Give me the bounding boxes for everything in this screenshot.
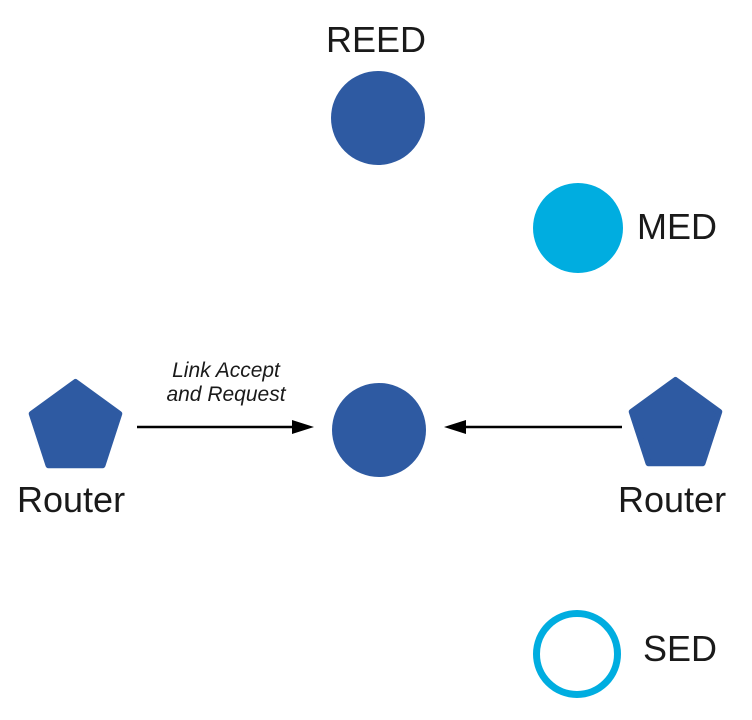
med-node-circle (533, 183, 623, 273)
sed-label: SED (643, 628, 718, 669)
router-left-label: Router (17, 479, 126, 520)
reed-node-circle (331, 71, 425, 165)
router-left-node-pentagon (28, 379, 123, 469)
edge-right-arrowhead-icon (444, 420, 466, 434)
center-node-circle (332, 383, 426, 477)
edge-left-arrowhead-icon (292, 420, 314, 434)
reed-label: REED (325, 19, 427, 60)
edge-left-label: Link Accept and Request (166, 359, 285, 407)
router-right-node-pentagon (628, 377, 723, 467)
router-right-label: Router (618, 479, 727, 520)
edge-left-label-line1: Link Accept (172, 359, 280, 382)
med-label: MED (637, 206, 717, 247)
sed-node-circle (533, 610, 621, 698)
edge-left-label-line2: and Request (166, 383, 286, 406)
